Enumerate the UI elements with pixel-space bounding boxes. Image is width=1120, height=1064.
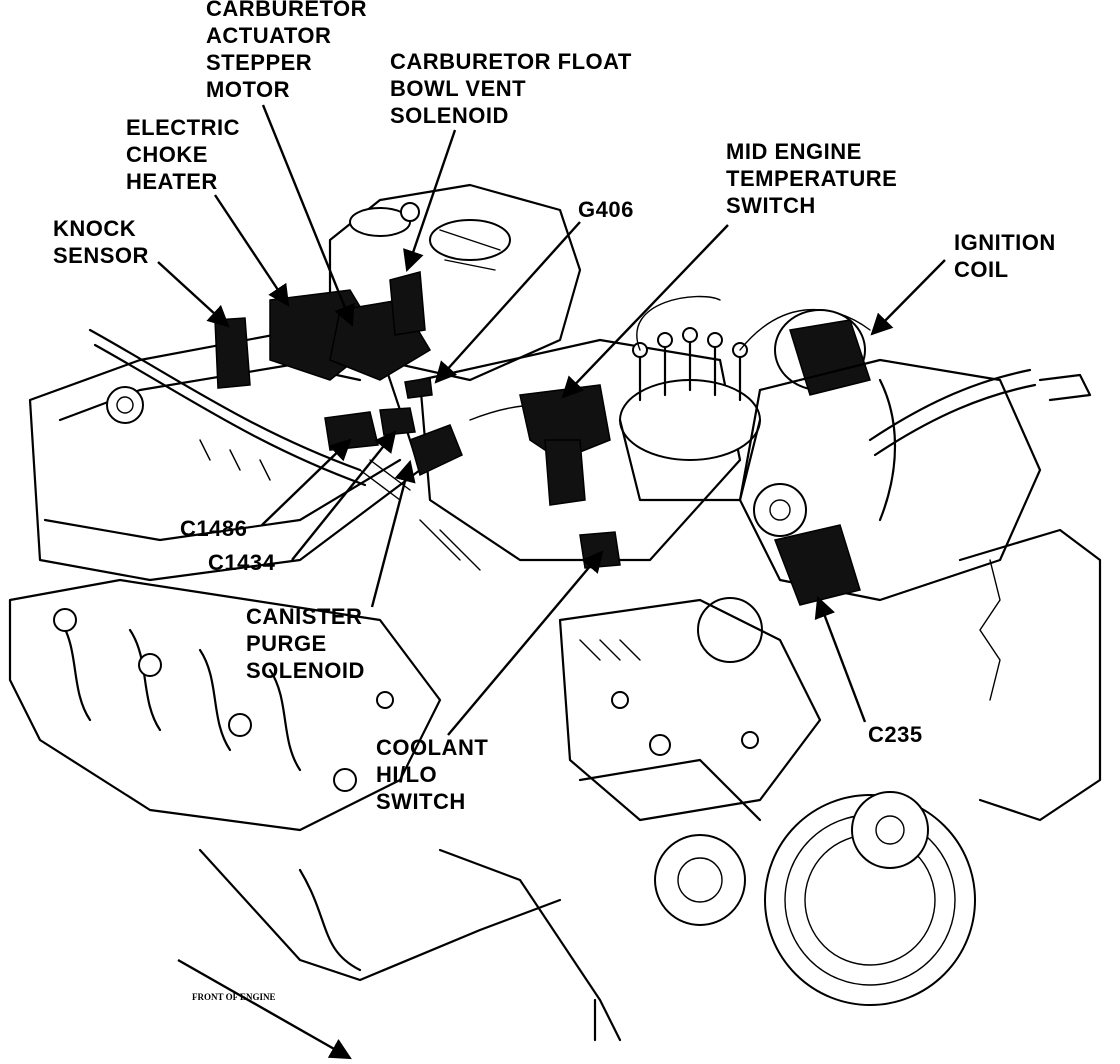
label-coolant-switch: COOLANT HI/LO SWITCH (376, 735, 495, 814)
label-front-of-engine: FRONT OF ENGINE (192, 992, 276, 1002)
label-knock-sensor: KNOCK SENSOR (53, 216, 149, 268)
leader-canister (370, 459, 416, 608)
label-mid-engine-temp: MID ENGINE TEMPERATURE SWITCH (726, 139, 904, 218)
label-ignition-coil: IGNITION COIL (954, 230, 1062, 282)
label-c1486: C1486 (180, 516, 247, 541)
leader-electric-choke (214, 194, 290, 307)
leader-carb-actuator (261, 104, 355, 328)
label-c235: C235 (868, 722, 923, 747)
leader-carb-float (403, 129, 457, 273)
leader-knock-sensor (157, 261, 230, 328)
label-electric-choke: ELECTRIC CHOKE HEATER (126, 115, 247, 194)
leader-ignition-coil (870, 259, 946, 336)
leader-c1434 (291, 430, 397, 561)
label-carb-float: CARBURETOR FLOAT BOWL VENT SOLENOID (390, 49, 638, 128)
leader-c235 (814, 595, 867, 723)
leader-coolant (447, 550, 604, 736)
leader-mid-engine (561, 224, 729, 399)
label-c1434: C1434 (208, 550, 276, 575)
front-of-engine-arrow (177, 958, 352, 1060)
label-g406: G406 (578, 197, 634, 222)
label-canister-purge: CANISTER PURGE SOLENOID (246, 604, 369, 683)
labels: CARBURETOR ACTUATOR STEPPER MOTOR CARBUR… (53, 0, 1062, 1002)
leader-g406 (434, 221, 581, 384)
leader-c1486 (261, 438, 352, 526)
engine-illustration (8, 183, 1102, 1042)
label-carb-actuator: CARBURETOR ACTUATOR STEPPER MOTOR (206, 0, 374, 102)
leader-lines (157, 104, 946, 1060)
